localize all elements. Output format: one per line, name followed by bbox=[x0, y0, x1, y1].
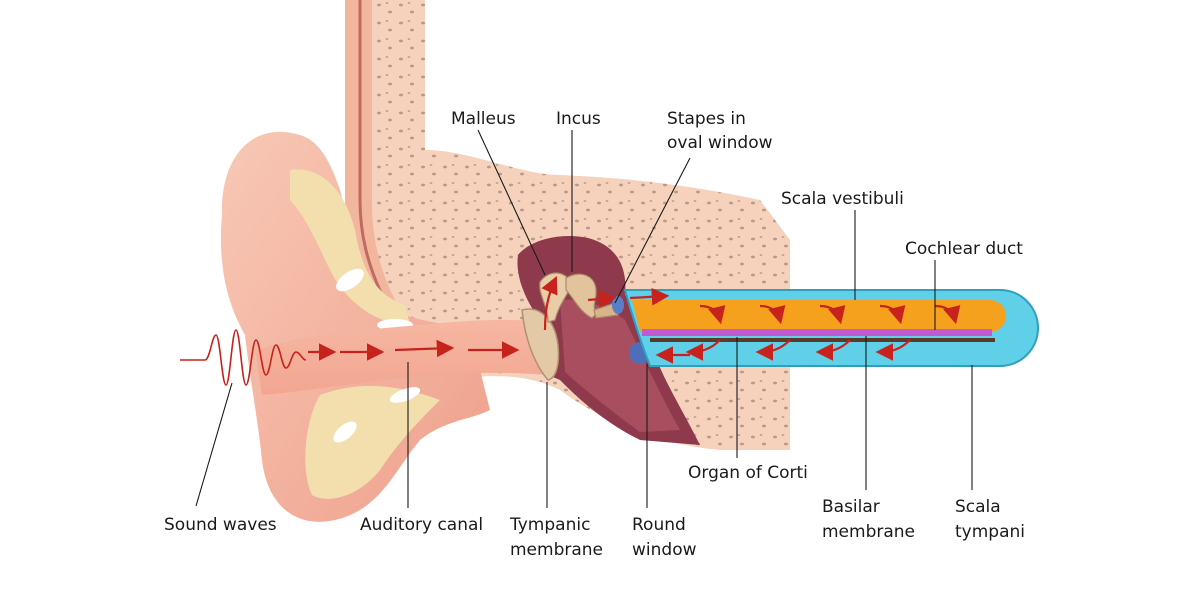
label-basilar-line1: Basilar bbox=[822, 497, 880, 517]
sound-wave bbox=[180, 329, 307, 386]
label-incus: Incus bbox=[556, 109, 601, 129]
canal-flow-arrows bbox=[308, 339, 520, 361]
label-sound-waves: Sound waves bbox=[164, 515, 277, 535]
label-scala-tympani-line1: Scala bbox=[955, 497, 1001, 517]
cochlear-duct-line bbox=[650, 338, 995, 342]
oval-window bbox=[612, 296, 624, 314]
cartilage-highlight-4 bbox=[333, 421, 357, 443]
auditory-canal bbox=[255, 319, 548, 395]
leader-malleus bbox=[477, 129, 546, 276]
basilar-membrane-band bbox=[642, 329, 992, 336]
cartilage-highlight-3 bbox=[389, 387, 421, 403]
cartilage-highlight-1 bbox=[336, 268, 364, 292]
label-organ-of-corti: Organ of Corti bbox=[688, 463, 808, 483]
ossicle-arrow-1 bbox=[541, 276, 558, 331]
label-cochlear-duct: Cochlear duct bbox=[905, 239, 1023, 259]
cochlea-flow-arrows bbox=[629, 287, 961, 364]
label-round-line1: Round bbox=[632, 515, 686, 535]
middle-ear-inner bbox=[560, 299, 680, 432]
auricle bbox=[220, 131, 490, 522]
label-stapes-line2: oval window bbox=[667, 133, 773, 153]
cartilage-lower bbox=[305, 385, 440, 499]
label-malleus: Malleus bbox=[451, 109, 516, 129]
leader-sound-waves bbox=[195, 382, 233, 507]
ossicle-arrow-2 bbox=[587, 290, 617, 308]
label-scala-vestibuli: Scala vestibuli bbox=[781, 189, 904, 209]
label-scala-tympani-line2: tympani bbox=[955, 522, 1025, 542]
scalp-inner-line bbox=[358, 0, 384, 296]
label-auditory-canal: Auditory canal bbox=[360, 515, 483, 535]
scala-vestibuli-fill bbox=[632, 300, 1006, 332]
label-stapes-line1: Stapes in bbox=[667, 109, 746, 129]
label-tympanic-line1: Tympanic bbox=[509, 515, 590, 535]
label-tympanic-line2: membrane bbox=[510, 540, 603, 560]
scalp-skin bbox=[345, 0, 395, 305]
cartilage-upper bbox=[290, 169, 410, 325]
label-round-line2: window bbox=[632, 540, 697, 560]
label-basilar-line2: membrane bbox=[822, 522, 915, 542]
leader-stapes bbox=[614, 157, 691, 304]
